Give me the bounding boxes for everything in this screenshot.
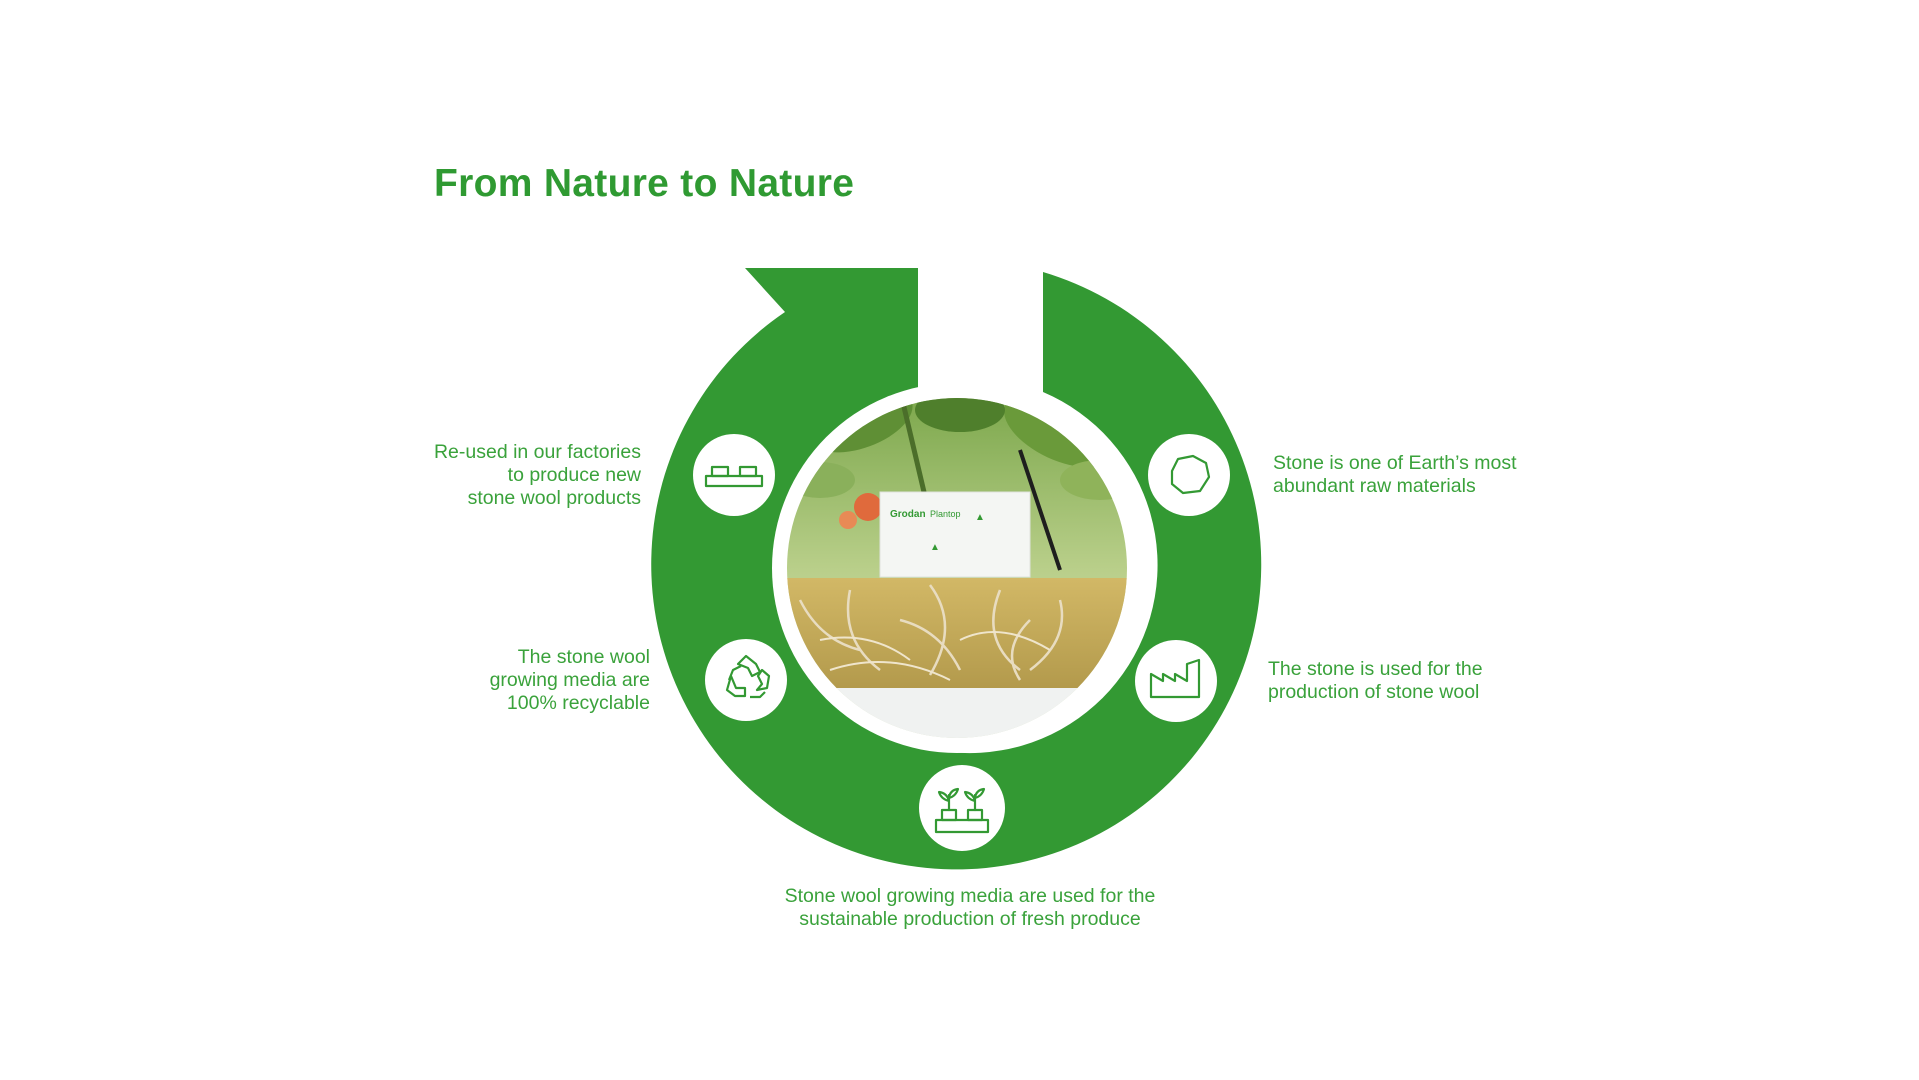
step-3-line-2: sustainable production of fresh produce bbox=[799, 908, 1141, 930]
step-5-line-2: to produce new bbox=[507, 464, 641, 486]
central-photo: Grodan Plantop ▲ ▲ bbox=[772, 383, 1142, 753]
step-1-caption: Stone is one of Earth’s most abundant ra… bbox=[1273, 452, 1517, 498]
step-5-line-3: stone wool products bbox=[467, 487, 641, 509]
step-1-icon-circle bbox=[1148, 434, 1230, 516]
step-2-caption: The stone is used for the production of … bbox=[1268, 658, 1483, 704]
step-5-caption: Re-used in our factories to produce new … bbox=[400, 441, 641, 510]
step-1-line-1: Stone is one of Earth’s most bbox=[1273, 452, 1517, 474]
step-5-line-1: Re-used in our factories bbox=[433, 441, 641, 463]
svg-text:▲: ▲ bbox=[930, 542, 940, 553]
page-title: From Nature to Nature bbox=[434, 162, 855, 205]
photo-label-grodan: Grodan bbox=[890, 509, 926, 520]
step-2-line-1: The stone is used for the bbox=[1268, 658, 1483, 680]
factory-icon bbox=[1149, 658, 1201, 699]
step-1-line-2: abundant raw materials bbox=[1273, 475, 1476, 497]
step-4-line-2: growing media are bbox=[489, 669, 650, 691]
svg-text:▲: ▲ bbox=[975, 512, 985, 523]
step-2-line-2: production of stone wool bbox=[1268, 681, 1480, 703]
step-4-line-3: 100% recyclable bbox=[506, 692, 650, 714]
step-5-icon-circle bbox=[693, 434, 775, 516]
stone-wool-blocks-icon bbox=[704, 465, 764, 488]
step-2-icon-circle bbox=[1135, 640, 1217, 722]
step-3-caption: Stone wool growing media are used for th… bbox=[760, 885, 1180, 931]
step-3-icon-circle bbox=[919, 765, 1005, 851]
step-3-line-1: Stone wool growing media are used for th… bbox=[784, 885, 1156, 907]
photo-label-plantop: Plantop bbox=[930, 509, 961, 519]
recycle-icon bbox=[725, 654, 771, 699]
stone-icon bbox=[1170, 454, 1211, 495]
step-4-line-1: The stone wool bbox=[517, 646, 650, 668]
step-4-caption: The stone wool growing media are 100% re… bbox=[440, 646, 650, 715]
seedling-tray-icon bbox=[934, 787, 990, 834]
cycle-arrow bbox=[651, 268, 1262, 870]
step-4-icon-circle bbox=[705, 639, 787, 721]
